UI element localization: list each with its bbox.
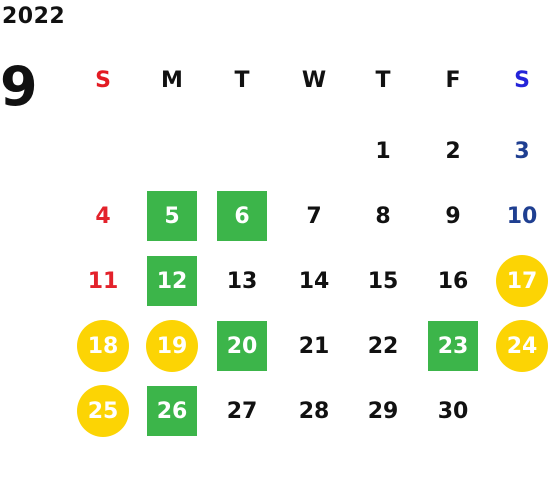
weekday-saturday: S [514,68,530,93]
year-label: 2022 [2,4,66,29]
day-cell-16[interactable]: 16 [437,268,469,294]
day-cell-23[interactable]: 23 [428,321,478,371]
weekday-tuesday: T [234,68,250,93]
day-cell-13[interactable]: 13 [226,268,258,294]
day-cell-2[interactable]: 2 [445,138,461,164]
day-cell-9[interactable]: 9 [445,203,461,229]
day-cell-3[interactable]: 3 [514,138,530,164]
day-cell-19[interactable]: 19 [146,320,198,372]
month-number: 9 [0,55,38,118]
day-cell-6[interactable]: 6 [217,191,267,241]
day-cell-21[interactable]: 21 [298,333,330,359]
day-cell-10[interactable]: 10 [506,203,538,229]
weekday-wednesday: W [301,68,327,93]
day-cell-22[interactable]: 22 [367,333,399,359]
day-cell-5[interactable]: 5 [147,191,197,241]
weekday-sunday: S [95,68,111,93]
day-cell-18[interactable]: 18 [77,320,129,372]
day-cell-29[interactable]: 29 [367,398,399,424]
day-cell-28[interactable]: 28 [298,398,330,424]
day-cell-30[interactable]: 30 [437,398,469,424]
day-cell-14[interactable]: 14 [298,268,330,294]
weekday-monday: M [161,68,183,93]
day-cell-25[interactable]: 25 [77,385,129,437]
day-cell-20[interactable]: 20 [217,321,267,371]
weekday-thursday: T [375,68,391,93]
day-cell-8[interactable]: 8 [375,203,391,229]
day-cell-7[interactable]: 7 [306,203,322,229]
day-cell-15[interactable]: 15 [367,268,399,294]
day-cell-24[interactable]: 24 [496,320,548,372]
day-cell-1[interactable]: 1 [375,138,391,164]
day-cell-26[interactable]: 26 [147,386,197,436]
day-cell-27[interactable]: 27 [226,398,258,424]
weekday-friday: F [445,68,461,93]
day-cell-11[interactable]: 11 [87,268,119,294]
day-cell-12[interactable]: 12 [147,256,197,306]
day-cell-17[interactable]: 17 [496,255,548,307]
day-cell-4[interactable]: 4 [95,203,111,229]
